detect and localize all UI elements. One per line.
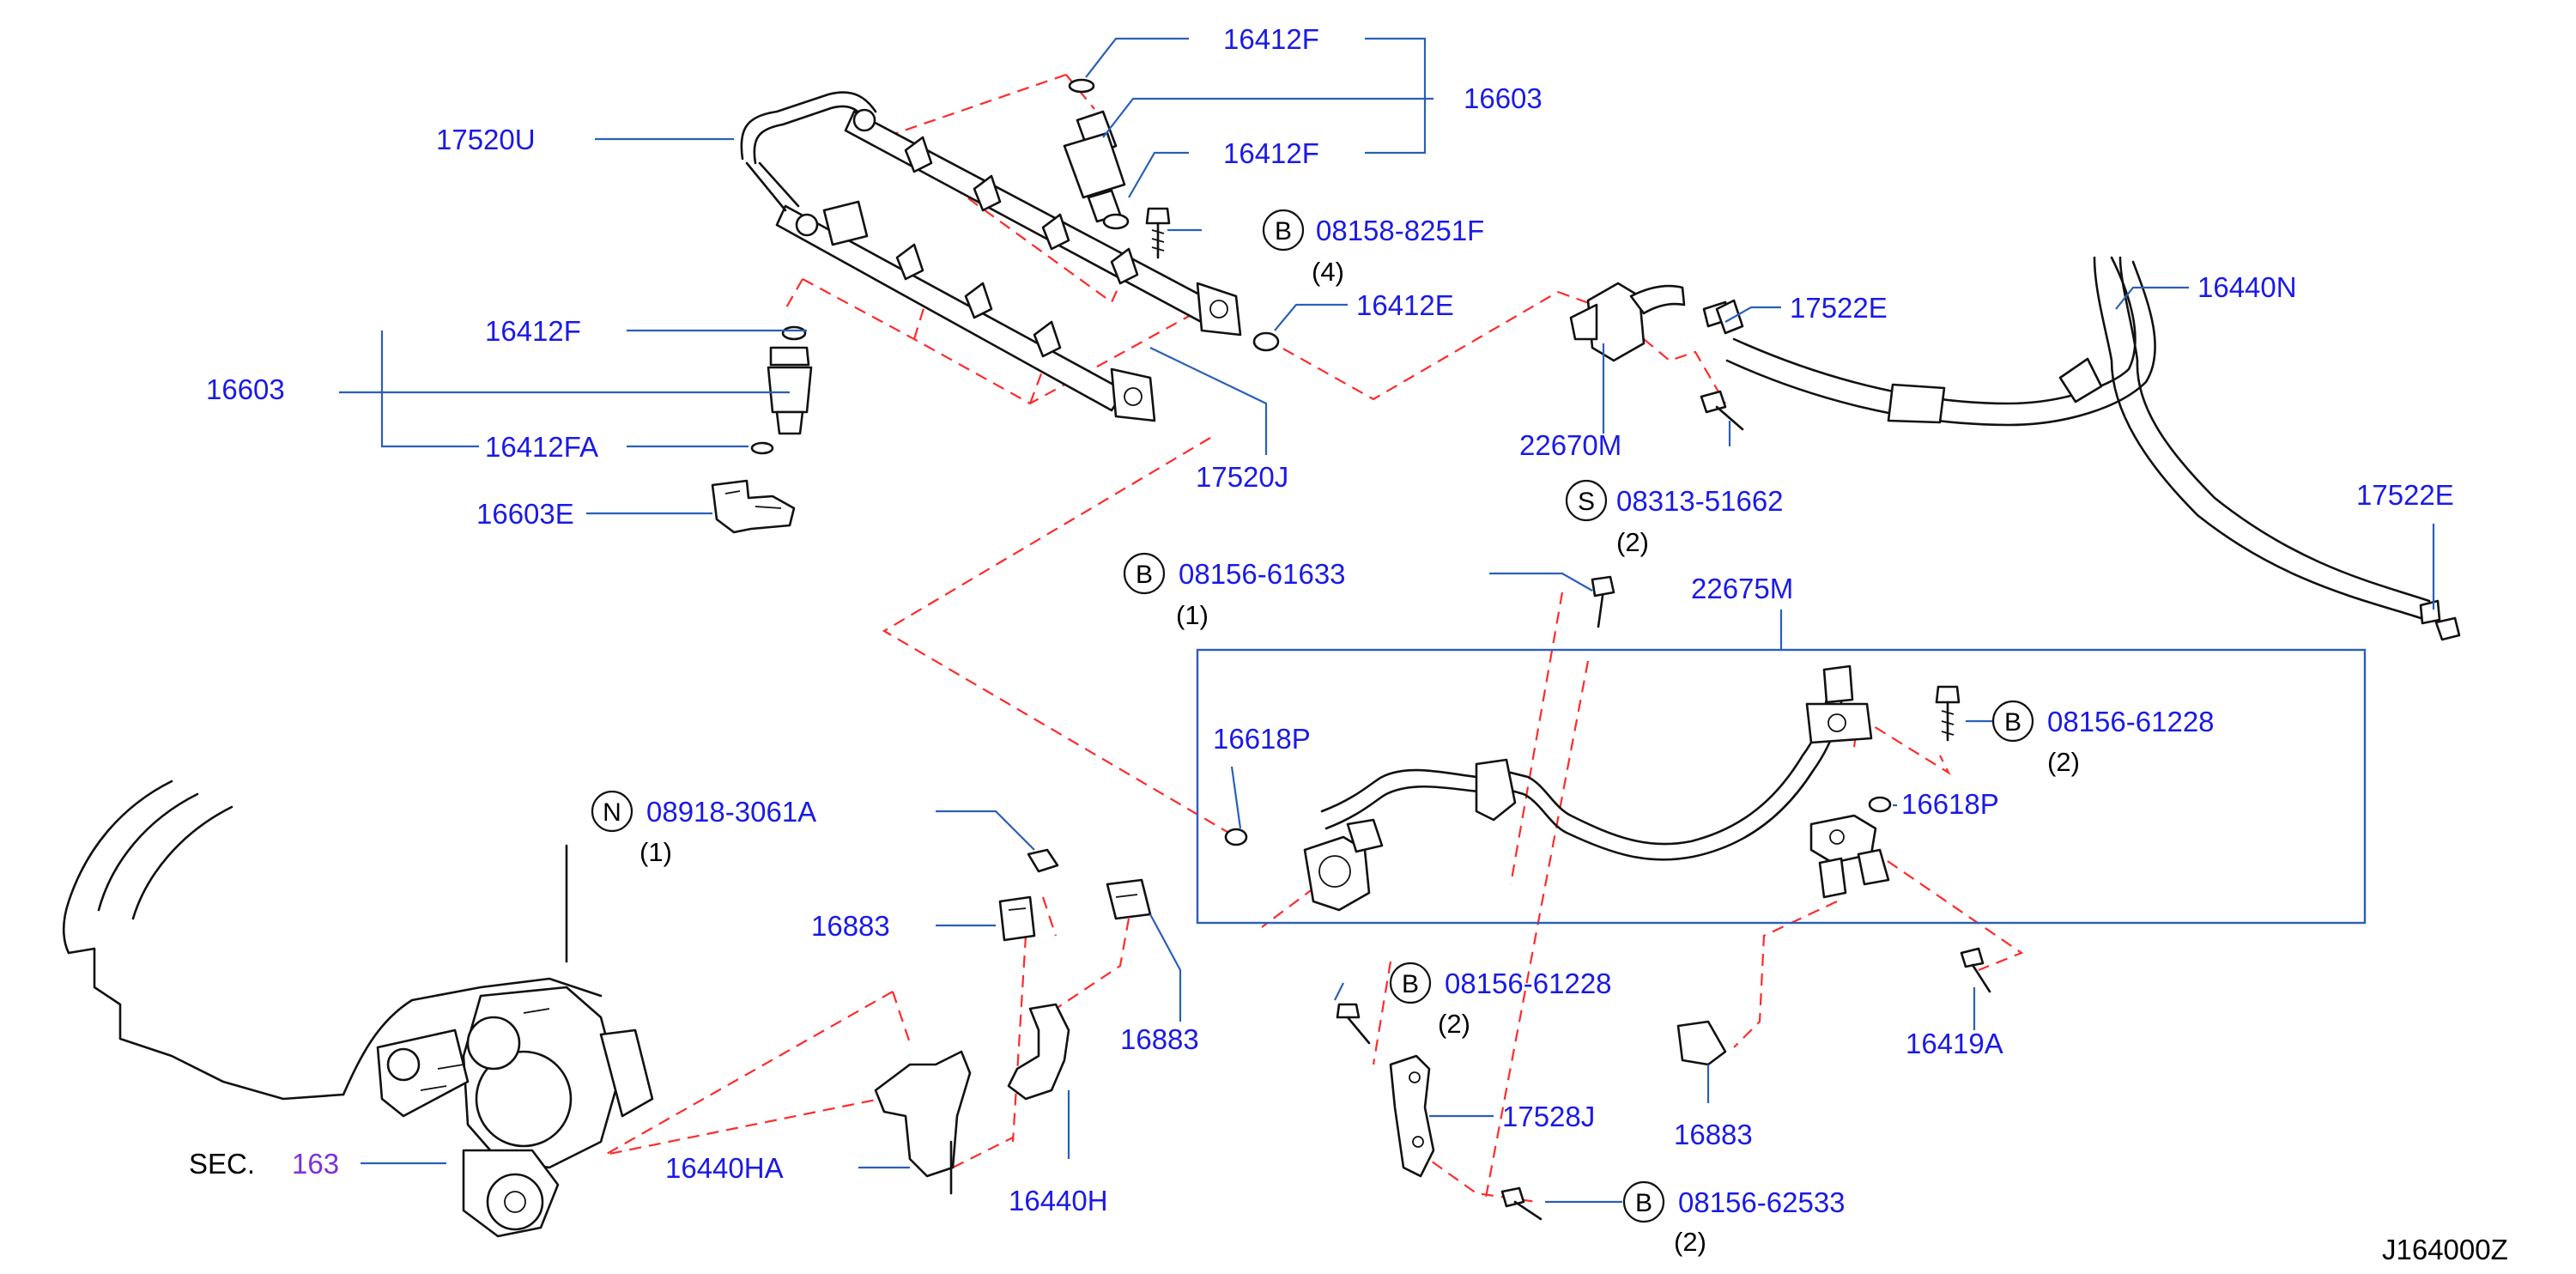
qty-08158-8251F: (4) [1312,257,1344,287]
label-16412F-top: 16412F [1223,23,1319,55]
fuel-rail-lower-17520J [745,161,1156,422]
label-17520U: 17520U [436,124,536,155]
bolt-16419A [1960,947,1991,993]
label-08156-62533: 08156-62533 [1678,1186,1846,1218]
label-16440H: 16440H [1009,1185,1108,1216]
label-sec-number: 163 [292,1148,339,1180]
badge-s-08313: S [1565,479,1608,522]
intake-manifold-sketch [62,780,603,1101]
label-22675M: 22675M [1691,573,1793,604]
badge-b-08158: B [1262,209,1305,252]
label-08313-51662: 08313-51662 [1616,485,1784,517]
bolt-08158-8251F [1145,207,1171,259]
bracket-16440HA [874,1050,972,1195]
bracket-16618P-right [1809,814,1890,899]
injector-clip-16603E [711,479,796,534]
bracket-16440H [1007,1003,1070,1101]
label-16412E: 16412E [1356,289,1454,321]
qty-08156-61633: (1) [1176,600,1209,630]
bracket-17528J [1389,1054,1435,1178]
diagram-id: J164000Z [2382,1234,2508,1265]
clip-16883-right [1106,878,1152,920]
qty-08313-51662: (2) [1616,527,1649,557]
fuel-tube-assembly-22675M [1303,664,1873,912]
part-labels: 17520U 16412F 16603 16412F 08158-8251F (… [189,23,2508,1265]
label-16603-left: 16603 [206,373,285,405]
leader-lines [339,37,2435,1204]
badge-b-08156-61228-lower: B [1389,962,1432,1004]
label-16618P-left: 16618P [1213,723,1311,755]
label-17520J: 17520J [1196,461,1288,493]
fuel-damper-22670M [1569,282,1731,362]
o-ring-16618P-left [1224,828,1248,846]
badge-letter: B [1402,970,1419,998]
label-16440HA: 16440HA [665,1152,784,1184]
label-16419A: 16419A [1906,1028,2003,1059]
label-16603-top: 16603 [1464,82,1543,114]
bolt-08313-51662 [1700,390,1744,431]
label-sec-prefix: SEC. [189,1148,255,1180]
badge-letter: S [1578,488,1595,516]
badge-letter: N [603,798,621,827]
badge-n-08918: N [591,790,633,833]
label-16883-right: 16883 [1120,1023,1199,1055]
o-ring-16412E [1252,331,1280,352]
qty-08156-61228-upper: (2) [2047,747,2080,777]
label-16412F-left: 16412F [485,315,581,347]
badge-b-08156-62533: B [1622,1180,1665,1223]
clip-16883-lower [1676,1020,1727,1066]
badge-letter: B [2004,708,2021,737]
label-17528J: 17528J [1502,1101,1595,1132]
label-08156-61228-upper: 08156-61228 [2047,706,2215,737]
label-17522E-right: 17522E [2356,479,2454,511]
badge-letter: B [1275,217,1292,246]
bolt-08156-61228-upper [1935,685,1961,742]
qty-08156-61228-lower: (2) [1438,1009,1470,1039]
throttle-body-sketch [376,986,654,1238]
badge-letter: B [1635,1189,1652,1217]
bolt-08156-61228-lower [1336,1003,1371,1045]
assembly-guides [604,73,2024,1204]
label-16883-lower: 16883 [1674,1119,1753,1150]
bolt-08156-61633 [1591,575,1615,628]
injector-lower-16603 [750,325,813,455]
label-16603E: 16603E [476,498,574,530]
o-ring-16618P-right [1868,796,1892,813]
label-16618P-right: 16618P [1901,788,1999,820]
badge-b-08156-61633: B [1123,552,1166,595]
qty-08156-62533: (2) [1674,1227,1706,1257]
label-08158-8251F: 08158-8251F [1316,215,1484,246]
qty-08918-3061A: (1) [639,837,672,867]
fuel-rail-upper-17520U [740,91,1242,337]
clip-16883-left [998,895,1036,942]
label-22670M: 22670M [1519,429,1621,461]
label-08156-61633: 08156-61633 [1179,558,1346,590]
badge-letter: B [1136,561,1153,589]
nut-08918-3061A [1027,848,1059,873]
label-16883-left: 16883 [811,910,890,942]
label-08918-3061A: 08918-3061A [646,796,816,828]
label-16412F-mid: 16412F [1223,137,1319,169]
label-16440N: 16440N [2197,271,2297,303]
fuel-hose-16440N [1715,256,2461,641]
injector-upper-16603 [1063,78,1130,230]
label-17522E-top: 17522E [1790,292,1888,324]
badge-b-08156-61228-upper: B [1991,700,2034,743]
label-16412FA: 16412FA [485,431,598,463]
bolt-08156-62533 [1500,1186,1543,1221]
label-08156-61228-lower: 08156-61228 [1445,968,1612,999]
